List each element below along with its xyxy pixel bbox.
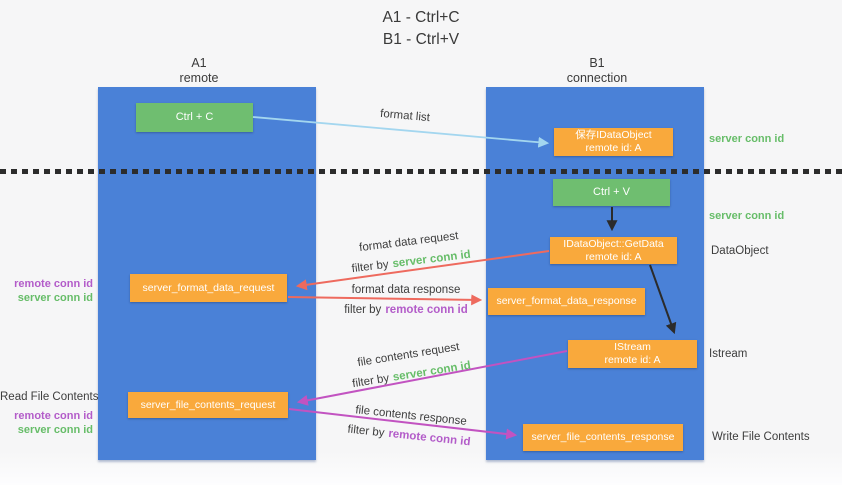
format-data-request-arrow [295,250,550,291]
save-idataobject-line2: remote id: A [585,142,642,154]
label-remote-conn-id-left-2: remote conn id [14,410,93,422]
column-b-id: B1 [589,56,605,70]
getdata-line2: remote id: A [585,250,642,263]
label-server-conn-id-right-mid: server conn id [709,210,785,222]
label-istream: Istream [709,348,748,360]
server-file-contents-request-label: server_file_contents_request [140,398,276,411]
label-server-conn-id-right-top: server conn id [709,133,785,145]
column-a-subtitle: remote [179,71,219,85]
file-contents-request-arrow [296,350,568,406]
label-read-file-contents: Read File Contents [0,391,99,403]
filter-by-text: filter by [346,423,386,440]
title-line-2: B1 - Ctrl+V [382,31,460,48]
format-data-response-arrow [287,294,483,306]
istream-line2: remote id: A [604,354,661,366]
server-format-data-response-box: server_format_data_response [488,288,645,315]
save-idataobject-line1: 保存IDataObject [575,129,652,141]
server-file-contents-response-label: server_file_contents_response [531,431,675,443]
column-a-id: A1 [191,56,207,70]
getdata-box: IDataObject::GetData remote id: A [550,237,677,264]
ctrl-c-box: Ctrl + C [136,103,253,132]
label-dataobject: DataObject [711,245,769,257]
save-idataobject-box: 保存IDataObject remote id: A [554,128,673,156]
ctrl-v-box: Ctrl + V [553,179,670,206]
diagram-title: A1 - Ctrl+C B1 - Ctrl+V [301,7,541,51]
label-server-conn-id-left-2: server conn id [17,424,93,436]
filter-by-text: filter by [351,372,391,391]
file-contents-response-arrow [288,408,518,440]
ctrl-c-label: Ctrl + C [175,111,214,123]
filter-by-text: filter by [351,258,390,276]
getdata-line1: IDataObject::GetData [563,237,664,250]
server-format-data-request-box: server_format_data_request [130,274,287,302]
remote-conn-id-text: remote conn id [385,304,468,316]
column-b-header: B1 connection [527,56,667,86]
istream-line1: IStream [614,341,651,353]
title-line-1: A1 - Ctrl+C [382,9,460,26]
server-file-contents-response-box: server_file_contents_response [523,424,683,451]
getdata-to-istream-arrow [649,264,677,335]
format-data-response-text: format data response [351,284,461,296]
server-format-data-request-label: server_format_data_request [142,281,275,294]
server-file-contents-request-box: server_file_contents_request [128,392,288,418]
filter-by-text: filter by [344,304,382,316]
divider-dashed-line [0,169,842,174]
label-server-conn-id-left-1: server conn id [17,292,93,304]
format-list-label: format list [379,107,431,125]
istream-box: IStream remote id: A [568,340,697,368]
label-remote-conn-id-left-1: remote conn id [14,278,93,290]
server-format-data-response-label: server_format_data_response [496,295,637,307]
column-b-subtitle: connection [566,71,628,85]
format-list-arrow [252,116,550,148]
ctrl-v-label: Ctrl + V [593,186,630,198]
column-a-header: A1 remote [129,56,269,86]
label-write-file-contents: Write File Contents [712,431,810,443]
